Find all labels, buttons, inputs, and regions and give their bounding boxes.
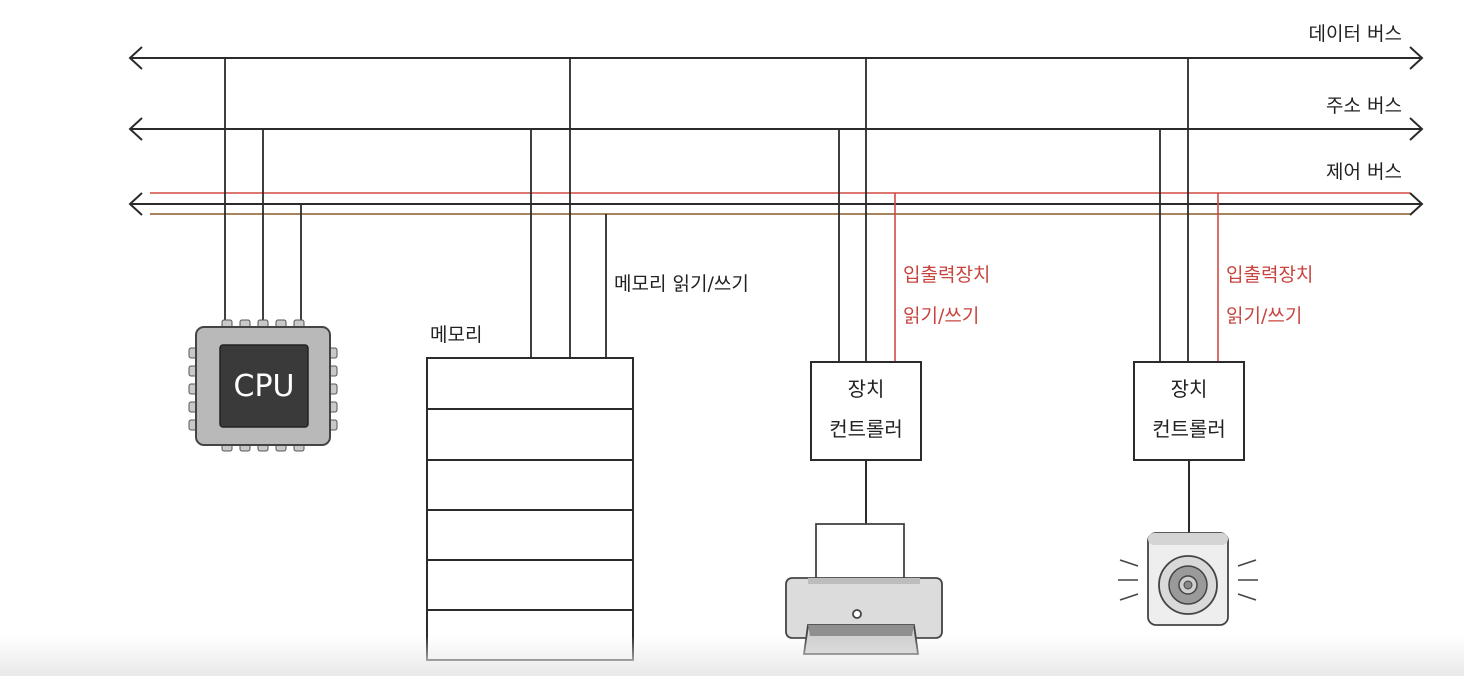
- controller-1-signal-line1: 입출력장치: [903, 264, 990, 286]
- cpu-die: [219, 344, 309, 428]
- controller-1-bus-connections: [838, 58, 896, 362]
- data-bus-label: 데이터 버스: [1309, 23, 1402, 45]
- controller-1-line1: 장치: [848, 377, 885, 401]
- speaker-icon: [1118, 532, 1258, 626]
- address-bus: [128, 117, 1424, 141]
- arrow-right-icon: [1409, 192, 1424, 216]
- arrow-right-icon: [1409, 46, 1424, 70]
- device-controller-1: [810, 361, 922, 461]
- controller-2-signal-line1: 입출력장치: [1226, 264, 1313, 286]
- controller-1-signal-line2: 읽기/쓰기: [903, 305, 979, 327]
- memory-block: [426, 357, 634, 661]
- memory-title: 메모리: [430, 324, 482, 346]
- arrow-left-icon: [128, 117, 143, 141]
- data-bus: [128, 46, 1424, 70]
- controller-2-line2: 컨트롤러: [1152, 417, 1226, 441]
- memory-bus-connections: [530, 58, 607, 358]
- cpu-label: CPU: [234, 369, 295, 404]
- controller-2-bus-connections: [1159, 58, 1219, 362]
- controller-2-line1: 장치: [1171, 377, 1208, 401]
- arrow-right-icon: [1409, 117, 1424, 141]
- sound-waves-icon: [1118, 559, 1258, 601]
- controller-1-line2: 컨트롤러: [829, 417, 903, 441]
- arrow-left-icon: [128, 46, 143, 70]
- control-bus-label: 제어 버스: [1326, 161, 1402, 183]
- address-bus-label: 주소 버스: [1326, 95, 1402, 117]
- control-bus: [128, 192, 1424, 216]
- cpu-bus-connections: [224, 58, 302, 322]
- controller-2-signal-line2: 읽기/쓰기: [1226, 305, 1302, 327]
- memory-signal-label: 메모리 읽기/쓰기: [614, 273, 749, 295]
- printer-icon: [785, 523, 943, 655]
- arrow-left-icon: [128, 192, 143, 216]
- cpu-chip: CPU: [188, 319, 338, 452]
